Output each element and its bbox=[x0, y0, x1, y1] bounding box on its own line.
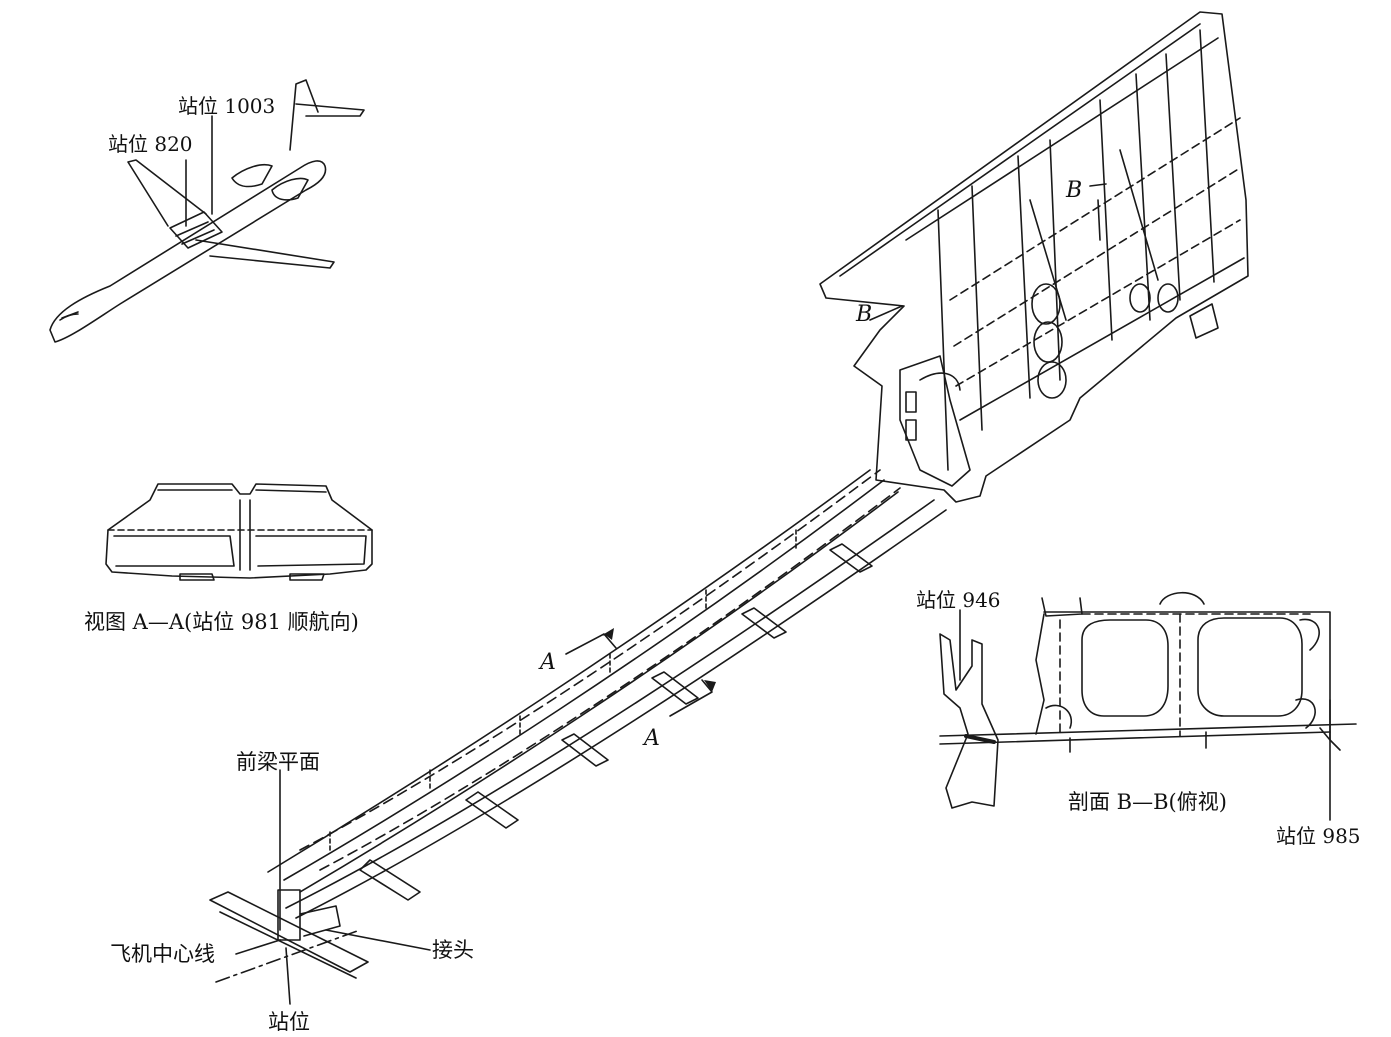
view-aa-section bbox=[106, 484, 372, 580]
marker-b-left: B bbox=[856, 302, 873, 327]
label-station-820: 站位 820 bbox=[108, 132, 193, 156]
label-station-1003: 站位 1003 bbox=[178, 94, 276, 118]
label-section-bb: 剖面 B—B(俯视) bbox=[1068, 790, 1227, 814]
label-station-bottom: 站位 bbox=[268, 1010, 310, 1034]
label-joint: 接头 bbox=[432, 938, 474, 962]
wing-spar-assembly bbox=[210, 470, 946, 1004]
marker-a-upper: A bbox=[540, 650, 556, 675]
label-front-spar-plane: 前梁平面 bbox=[236, 750, 320, 774]
section-bb bbox=[940, 593, 1356, 820]
label-aircraft-centerline: 飞机中心线 bbox=[110, 942, 215, 966]
marker-b-right: B bbox=[1066, 178, 1083, 203]
label-station-985: 站位 985 bbox=[1276, 824, 1361, 848]
marker-a-lower: A bbox=[644, 726, 660, 751]
airplane-thumbnail bbox=[50, 80, 364, 342]
fuselage-frame-assembly bbox=[820, 12, 1248, 502]
label-station-946: 站位 946 bbox=[916, 588, 1001, 612]
label-view-aa: 视图 A—A(站位 981 顺航向) bbox=[84, 610, 359, 634]
